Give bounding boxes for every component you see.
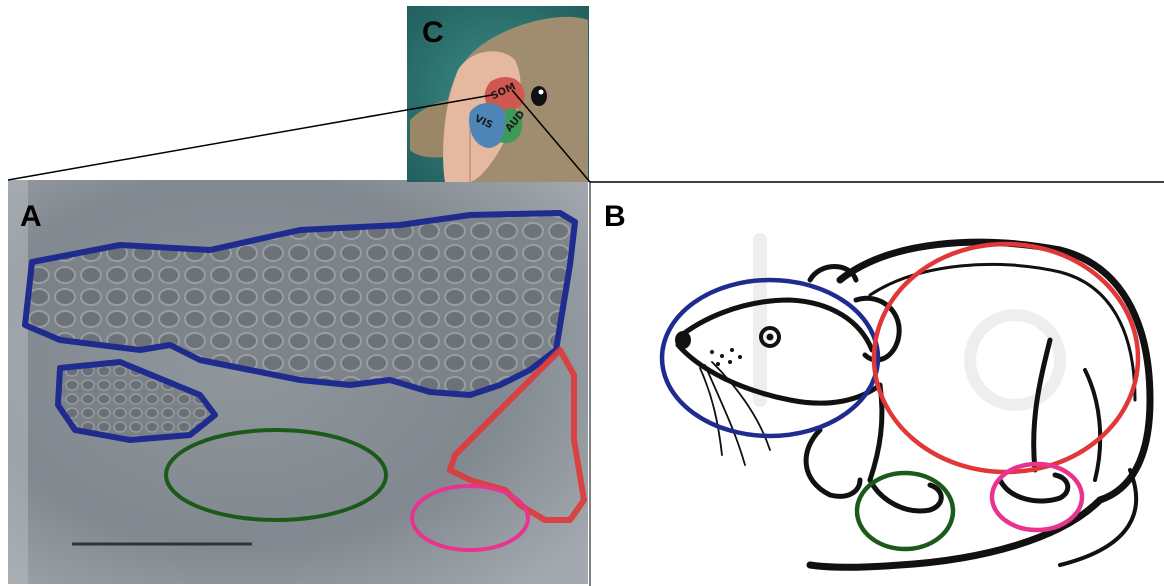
panel-a: A — [8, 180, 588, 584]
panel-c: SOM VIS AUD C — [407, 6, 589, 182]
panel-b-label: B — [604, 200, 626, 233]
micrograph-edge-shading — [8, 180, 28, 584]
panel-c-label: C — [422, 16, 444, 49]
panel-b: B — [590, 182, 1164, 586]
panel-a-label: A — [20, 200, 42, 233]
